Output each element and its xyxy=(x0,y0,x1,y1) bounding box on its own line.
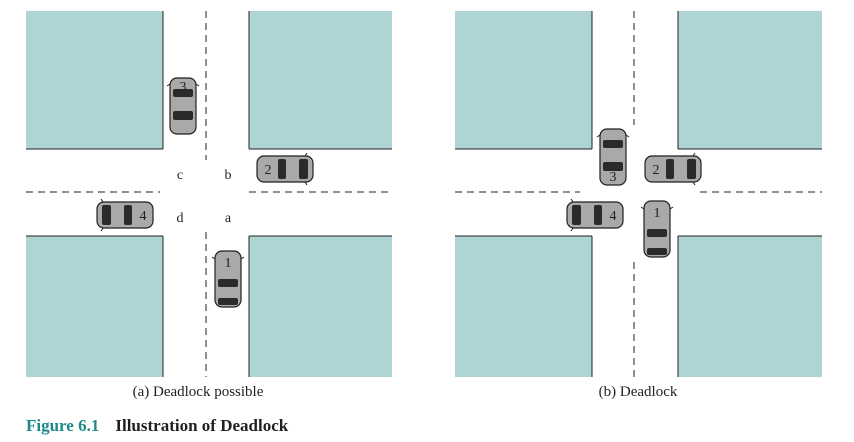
zone-label-d: d xyxy=(177,211,184,226)
car-3: 3 xyxy=(166,77,200,135)
block-top-left xyxy=(26,11,163,149)
car-1: 1 xyxy=(640,200,674,258)
svg-text:4: 4 xyxy=(140,209,147,224)
figure-caption: Figure 6.1 Illustration of Deadlock xyxy=(26,416,288,436)
figure-title: Illustration of Deadlock xyxy=(115,416,289,435)
lane-divider-lines xyxy=(455,11,822,377)
block-bottom-left xyxy=(26,236,163,377)
svg-text:4: 4 xyxy=(610,209,617,224)
curb-lines xyxy=(26,11,392,377)
block-bottom-right xyxy=(678,236,822,377)
car-1: 1 xyxy=(211,250,245,308)
curb-lines xyxy=(455,11,822,377)
panel-a-intersection: c b d a 3 2 4 xyxy=(26,11,392,377)
car-2: 2 xyxy=(256,152,314,186)
zone-label-c: c xyxy=(177,168,183,183)
car-4: 4 xyxy=(566,198,624,232)
zone-label-b: b xyxy=(225,168,232,183)
panel-b-caption: (b) Deadlock xyxy=(598,384,678,400)
svg-text:2: 2 xyxy=(265,163,272,178)
svg-text:3: 3 xyxy=(610,170,617,185)
car-4: 4 xyxy=(96,198,154,232)
figure-number: Figure 6.1 xyxy=(26,416,100,435)
svg-text:1: 1 xyxy=(225,256,232,271)
block-bottom-right xyxy=(249,236,392,377)
lane-divider-lines xyxy=(26,11,392,377)
svg-text:1: 1 xyxy=(654,206,661,221)
zone-label-a: a xyxy=(225,211,232,226)
panel-b-intersection: 3 2 4 1 xyxy=(455,11,822,377)
block-top-right xyxy=(678,11,822,149)
block-top-right xyxy=(249,11,392,149)
block-top-left xyxy=(455,11,592,149)
car-3: 3 xyxy=(596,128,630,186)
panel-a-caption: (a) Deadlock possible xyxy=(132,384,264,400)
car-2: 2 xyxy=(644,152,702,186)
block-bottom-left xyxy=(455,236,592,377)
svg-text:3: 3 xyxy=(180,80,187,95)
svg-text:2: 2 xyxy=(653,163,660,178)
